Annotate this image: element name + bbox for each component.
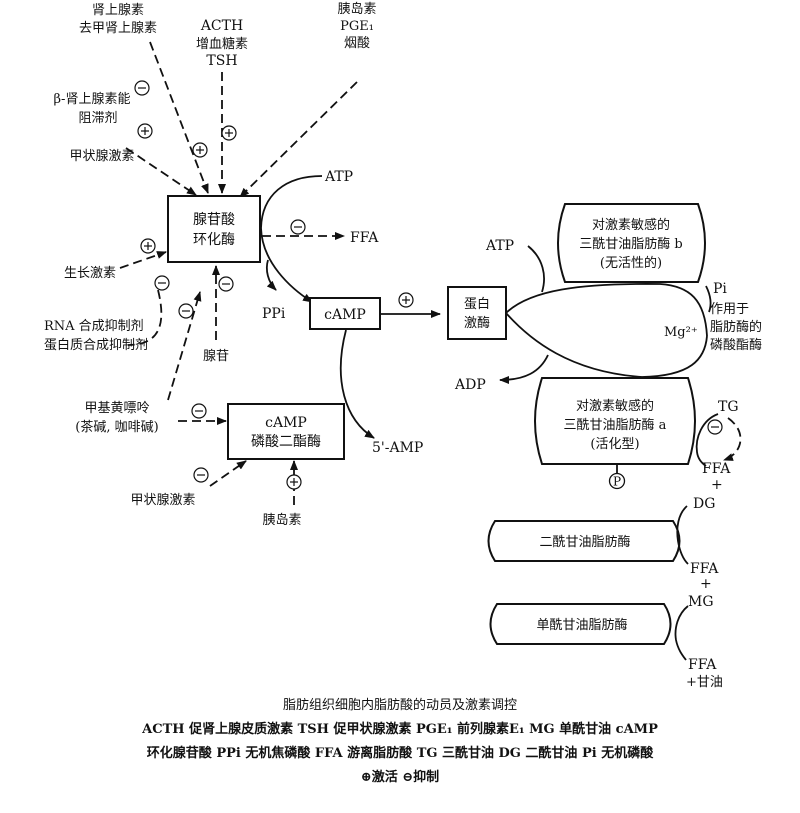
beta-blocker-label-2: 阻滞剂 [78, 111, 117, 126]
hsl-b-label-3: (无活性的) [600, 255, 662, 271]
activate-symbol [192, 142, 208, 158]
legend-line-2: 环化腺苷酸 PPi 无机焦磷酸 FFA 游离脂肪酸 TG 三酰甘油 DG 二酰甘… [146, 746, 654, 761]
inhibit-symbol [191, 403, 207, 419]
inhibit-symbol [178, 303, 194, 319]
adenylate-cyclase-box [167, 195, 261, 263]
hsl-a-label-3: (活化型) [590, 437, 639, 452]
adrenaline-label-2: 去甲肾上腺素 [79, 21, 157, 36]
five-amp-label: 5'-AMP [372, 440, 423, 456]
adrenaline-label-1: 肾上腺素 [92, 3, 144, 18]
atp-top-label: ATP [324, 169, 353, 185]
hsl-b-label-1: 对激素敏感的 [592, 217, 670, 233]
methylxanthine-label-2: (茶碱, 咖啡碱) [75, 419, 158, 435]
inhibit-symbol [193, 467, 209, 483]
thyroid-top-label: 甲状腺激素 [69, 149, 134, 164]
inhibit-symbol [290, 219, 306, 235]
inhibit-symbol [134, 80, 150, 96]
glycerol-label: +甘油 [686, 675, 723, 690]
activate-symbol [221, 125, 237, 141]
protein-kinase-box [447, 286, 507, 340]
beta-blocker-label-1: β-肾上腺素能 [54, 92, 131, 107]
camp-label: cAMP [324, 307, 366, 323]
hsl-b-shape [557, 203, 706, 283]
mg-lipase-label: 单酰甘油脂肪酶 [536, 617, 627, 633]
ffa-1-plus: + [711, 477, 723, 493]
growth-hormone-label: 生长激素 [64, 266, 116, 281]
activate-symbol [286, 474, 302, 490]
adenosine-label: 腺苷 [203, 349, 229, 364]
camp-pde-label-1: cAMP [265, 415, 307, 431]
phospho-label: P [613, 475, 621, 489]
glucagon-label: 增血糖素 [196, 36, 248, 52]
phosphatase-label-1: 作用于 [710, 302, 749, 317]
adenylate-cyclase-label-1: 腺苷酸 [193, 212, 235, 228]
dg-label: DG [693, 496, 715, 512]
inhibit-symbol [707, 419, 723, 435]
phosphatase-label-3: 磷酸酯酶 [710, 337, 762, 353]
insulin-bottom-label: 胰岛素 [262, 512, 301, 528]
mg-label: MG [688, 594, 714, 610]
legend-line-1: ACTH 促肾上腺皮质激素 TSH 促甲状腺激素 PGE₁ 前列腺素E₁ MG … [142, 722, 658, 737]
phosphatase-label-2: 脂肪酶的 [710, 319, 762, 335]
tsh-label: TSH [206, 53, 237, 69]
activate-symbol [137, 123, 153, 139]
hsl-a-label-1: 对激素敏感的 [576, 398, 654, 414]
inhibit-symbol [154, 275, 170, 291]
protein-kinase-label-2: 激酶 [464, 315, 490, 331]
hsl-b-label-2: 三酰甘油脂肪酶 b [579, 236, 682, 252]
camp-pde-box [227, 403, 345, 460]
protein-inhibitor-label: 蛋白质合成抑制剂 [44, 337, 148, 353]
diagram-title: 脂肪组织细胞内脂肪酸的动员及激素调控 [282, 698, 517, 713]
rna-inhibitor-label: RNA 合成抑制剂 [44, 319, 144, 334]
camp-pde-label-2: 磷酸二酯酶 [251, 434, 321, 450]
activate-symbol [398, 292, 414, 308]
adp-label: ADP [454, 377, 486, 393]
ffa-top-label: FFA [350, 230, 379, 246]
niacin-label: 烟酸 [344, 36, 370, 51]
mg-lipase-shape [489, 603, 672, 645]
ffa-3-label: FFA [688, 657, 717, 673]
tg-label: TG [718, 399, 739, 415]
ppi-label: PPi [262, 306, 286, 322]
inhibit-symbol [218, 276, 234, 292]
acth-label: ACTH [200, 18, 243, 34]
mg2-label: Mg²⁺ [664, 325, 698, 340]
activate-symbol [140, 238, 156, 254]
phospho-circle [608, 472, 626, 490]
ffa-2-label: FFA [690, 561, 719, 577]
hsl-a-label-2: 三酰甘油脂肪酶 a [564, 417, 667, 433]
ffa-1-label: FFA [702, 461, 731, 477]
atp-right-label: ATP [485, 238, 514, 254]
insulin-top-label: 胰岛素 [337, 1, 376, 17]
lipolysis-diagram: 肾上腺素 去甲肾上腺素 ACTH 增血糖素 TSH 胰岛素 PGE₁ 烟酸 β-… [44, 1, 762, 690]
protein-kinase-label-1: 蛋白 [464, 296, 490, 312]
pge1-label: PGE₁ [340, 19, 374, 34]
ffa-2-plus: + [700, 576, 712, 592]
adenylate-cyclase-label-2: 环化酶 [193, 232, 235, 248]
methylxanthine-label-1: 甲基黄嘌呤 [84, 400, 149, 416]
hsl-a-shape [534, 377, 696, 465]
dg-lipase-label: 二酰甘油脂肪酶 [539, 534, 630, 550]
pi-label: Pi [713, 281, 727, 297]
thyroid-bottom-label: 甲状腺激素 [130, 493, 195, 508]
legend-line-3: ⊕激活 ⊖抑制 [360, 770, 440, 785]
